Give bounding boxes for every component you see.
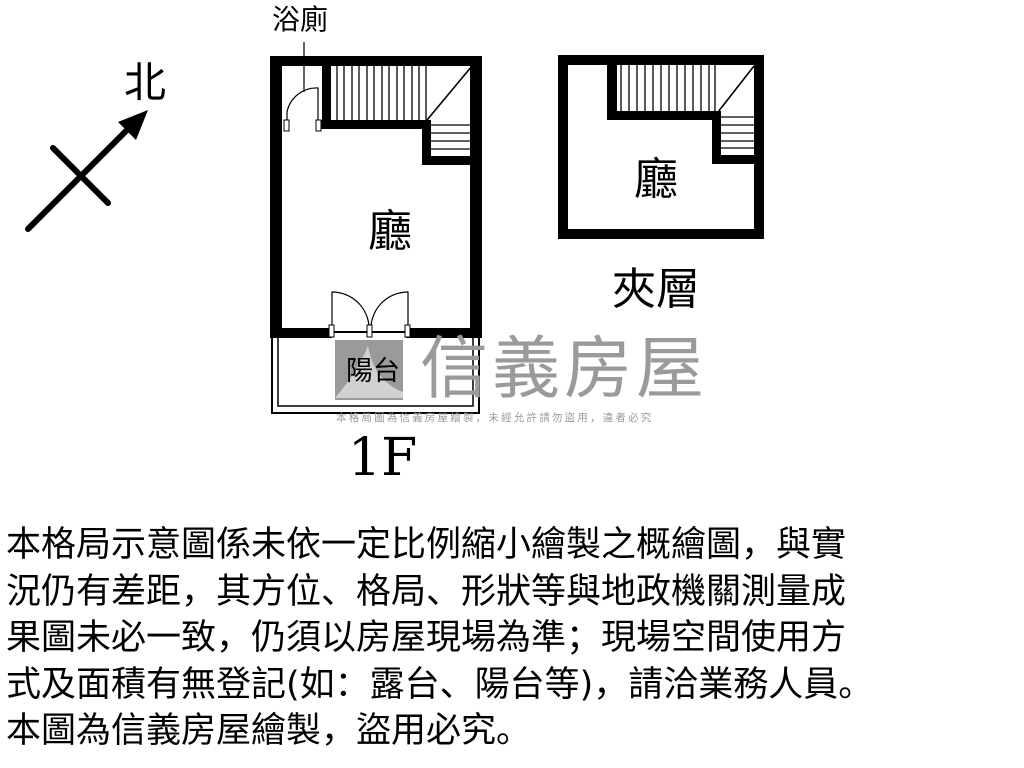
wall-left: [270, 56, 282, 338]
wall-right: [470, 56, 482, 338]
disclaimer-line: 果圖未必一致，仍須以房屋現場為準；現場空間使用方: [6, 618, 847, 658]
disclaimer-line: 況仍有差距，其方位、格局、形狀等與地政機關測量成: [6, 571, 847, 612]
floor-1-living-room-label: 廳: [368, 206, 412, 257]
wall-top: [270, 56, 482, 66]
bath-door: [286, 87, 319, 128]
disclaimer-line: 本格局示意圖係未依一定比例縮小繪製之概繪圖，與實: [6, 525, 847, 565]
watermark-notice: 本格局圖為信義房屋繪製，未經允許請勿盜用，違者必究: [336, 412, 654, 424]
north-label: 北: [124, 58, 167, 107]
floor-1-title: 1F: [348, 428, 418, 488]
balcony-double-door: [331, 291, 409, 333]
mezzanine-living-room-label: 廳: [634, 154, 678, 205]
bath-wall: [320, 120, 430, 129]
balcony-label: 陽台: [346, 356, 400, 387]
wall-bottom-right: [406, 328, 482, 338]
stairs-run-1: [336, 66, 427, 120]
bathroom-label: 浴廁: [272, 3, 329, 36]
disclaimer-text: 本格局示意圖係未依一定比例縮小繪製之概繪圖，與實 況仍有差距，其方位、格局、形狀…: [6, 522, 1016, 755]
balcony-inner-wall: [277, 331, 474, 407]
mezzanine-plan: [558, 55, 764, 239]
mezzanine-title: 夾層: [612, 264, 700, 315]
disclaimer-line: 本圖為信義房屋繪製，盜用必究。: [6, 711, 532, 751]
north-arrow-icon: [25, 110, 148, 232]
floor-plan-drawing: [25, 42, 764, 414]
watermark-brand: 信義房屋: [420, 330, 709, 409]
disclaimer-line: 式及面積有無登記(如：露台、陽台等)，請洽業務人員。: [6, 664, 874, 705]
wall-bottom-left: [270, 328, 332, 338]
stairs-run-2: [431, 124, 470, 150]
floor-1-plan: [270, 42, 482, 414]
watermark-logo-icon: [335, 340, 403, 400]
